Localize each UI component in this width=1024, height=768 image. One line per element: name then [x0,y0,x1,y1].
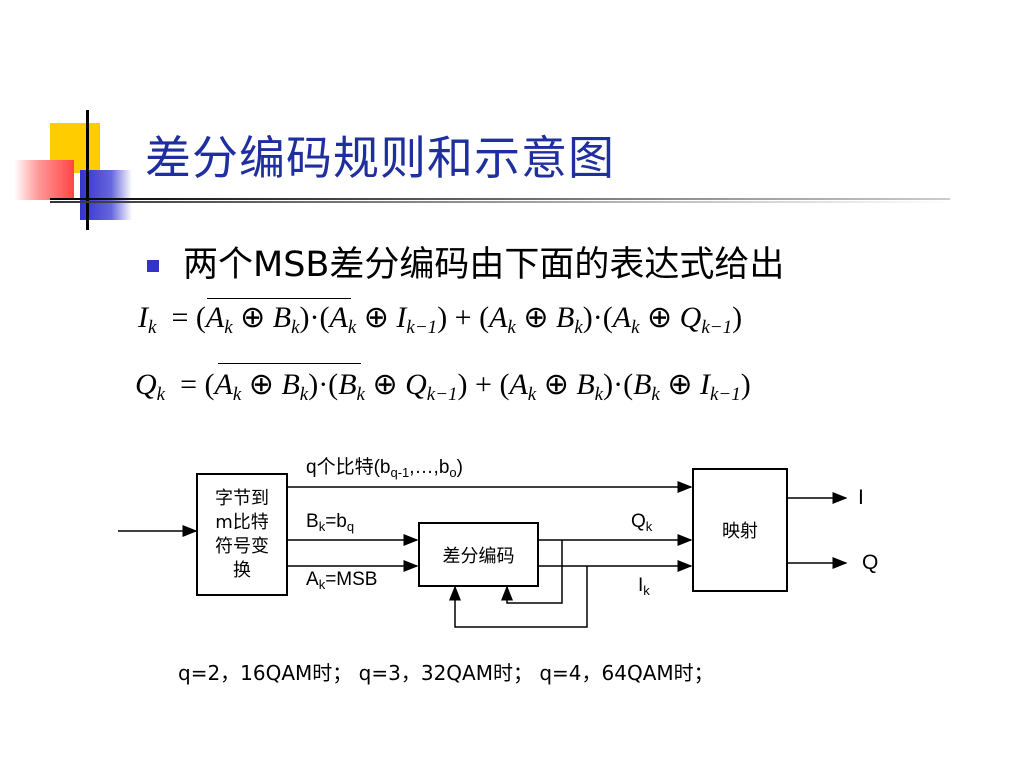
mapping-box: 映射 [692,468,788,592]
converter-line-2: m比特 [215,511,269,533]
feedback-qk [501,540,563,604]
output-i-label: I [858,486,864,509]
footnote: q=2，16QAM时； q=3，32QAM时； q=4，64QAM时； [178,661,714,685]
converter-line-4: 换 [233,559,251,581]
page-title: 差分编码规则和示意图 [145,131,615,185]
equation-2-overline [218,363,361,364]
mapping-label: 映射 [722,521,758,542]
equation-2: Qk = (Ak ⊕ Bk)·(Bk ⊕ Qk−1) + (Ak ⊕ Bk)·(… [135,368,751,405]
byte-to-symbol-box: 字节到 m比特 符号变 换 [196,473,288,596]
bullet-icon [147,260,159,272]
converter-line-3: 符号变 [215,535,269,557]
ik-label: Ik [638,575,650,598]
ak-label: Ak=MSB [306,569,378,592]
differential-encoder-box: 差分编码 [418,522,539,587]
feedback-ik [449,566,588,628]
bk-label: Bk=bq [306,511,355,534]
equation-1-overline [207,298,351,299]
qk-label: Qk [631,511,653,534]
equation-1: Ik = (Ak ⊕ Bk)·(Ak ⊕ Ik−1) + (Ak ⊕ Bk)·(… [138,301,743,338]
converter-line-1: 字节到 [215,487,269,509]
diff-encoder-label: 差分编码 [442,545,515,567]
q-bits-label: q个比特(bq-1,…,bo) [306,457,463,480]
output-q-label: Q [862,551,879,574]
bullet-text: 两个MSB差分编码由下面的表达式给出 [183,245,785,285]
